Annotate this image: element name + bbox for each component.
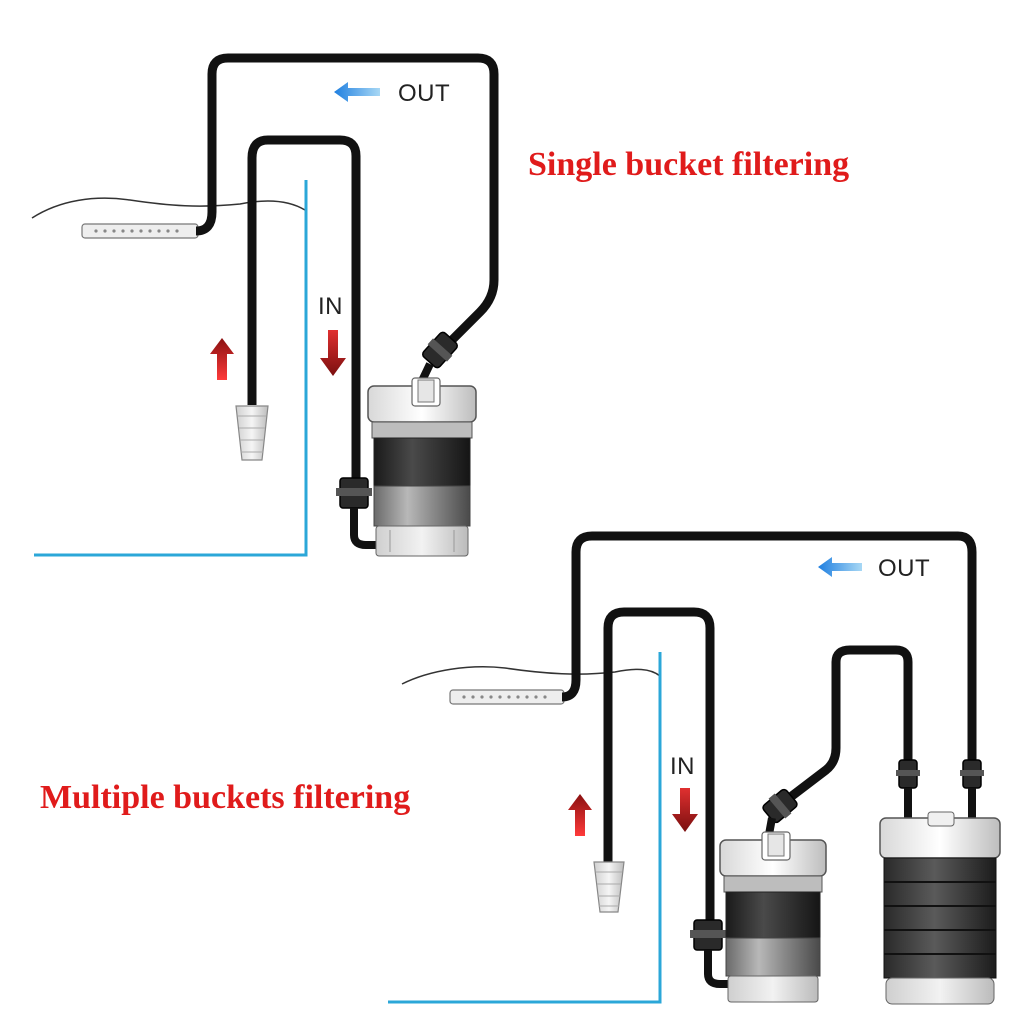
outlet-connector-icon <box>960 759 984 789</box>
up-flow-arrow-icon <box>210 338 234 380</box>
canister-outlet-connector-icon <box>762 788 798 824</box>
inlet-connector-icon <box>690 919 730 988</box>
single-in-label: IN <box>318 293 343 320</box>
canister-filter-icon <box>719 831 827 1003</box>
multiple-bucket-diagram: OUT IN Multiple buckets filtering <box>40 531 1001 1005</box>
single-out-label: OUT <box>398 80 450 107</box>
tank-wall <box>34 180 308 557</box>
out-flow-arrow-icon <box>334 82 380 102</box>
link-hose <box>781 645 913 806</box>
spray-bar-icon <box>449 689 565 705</box>
up-flow-arrow-icon <box>568 794 592 836</box>
single-caption: Single bucket filtering <box>528 146 849 183</box>
out-flow-arrow-icon <box>818 557 862 577</box>
outlet-hose <box>195 53 499 348</box>
link-connector-icon <box>896 759 920 789</box>
inlet-connector-icon <box>336 477 378 549</box>
second-canister-filter-icon <box>879 811 1001 1005</box>
in-flow-arrow-icon <box>672 788 698 832</box>
multiple-out-label: OUT <box>878 555 930 582</box>
multiple-in-label: IN <box>670 753 695 780</box>
multiple-caption: Multiple buckets filtering <box>40 779 410 816</box>
outlet-hose <box>561 531 977 760</box>
outlet-connector-icon <box>422 331 458 369</box>
intake-strainer-icon <box>235 405 269 461</box>
water-surface-line <box>31 197 306 219</box>
intake-hose <box>247 135 361 480</box>
intake-strainer-icon <box>593 861 625 913</box>
tank-wall <box>388 652 662 1004</box>
in-flow-arrow-icon <box>320 330 346 376</box>
canister-filter-icon <box>367 377 477 557</box>
single-bucket-diagram: OUT IN Single bucket filtering <box>31 53 849 557</box>
water-surface-line <box>401 666 661 685</box>
intake-hose <box>603 607 715 920</box>
